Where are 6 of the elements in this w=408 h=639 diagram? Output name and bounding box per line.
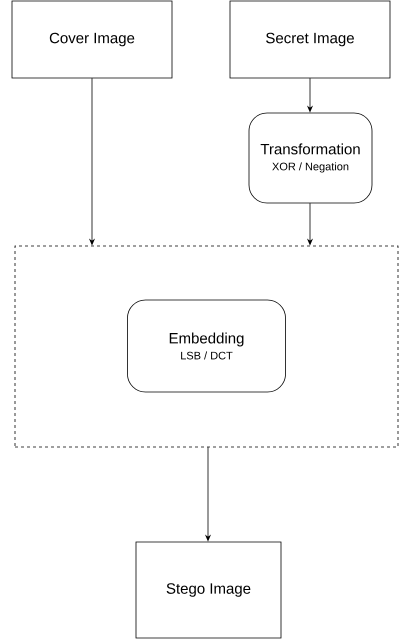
rounded-process-box: Embedding LSB / DCT bbox=[127, 300, 286, 392]
process-box: Secret Image bbox=[230, 0, 390, 78]
process-box: Stego Image bbox=[136, 542, 282, 638]
dashed-group-box bbox=[14, 246, 398, 448]
process-box: Cover Image bbox=[12, 0, 172, 78]
rounded-process-box: Transformation XOR / Negation bbox=[248, 112, 372, 204]
